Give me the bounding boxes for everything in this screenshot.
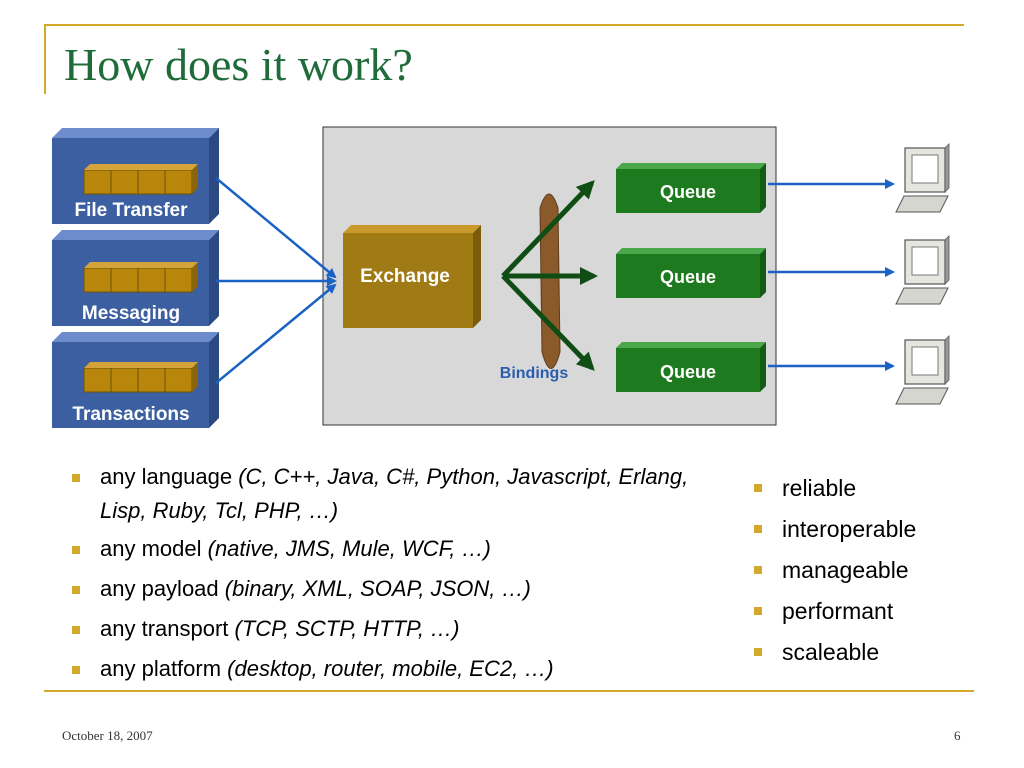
computer-terminal-icon [895, 335, 950, 405]
bullet-square-icon [72, 474, 80, 482]
list-item: any language (C, C++, Java, C#, Python, … [64, 460, 704, 528]
message-stack-icon [83, 262, 198, 293]
list-item: any payload (binary, XML, SOAP, JSON, …) [64, 572, 704, 606]
title-frame-left-rule [44, 24, 46, 94]
source-transactions: Transactions [52, 332, 219, 428]
page-number: 6 [954, 728, 961, 743]
bullet-square-icon [72, 546, 80, 554]
queue-box: Queue [616, 248, 766, 298]
queue-box: Queue [616, 342, 766, 392]
feature-lead: any platform [100, 656, 228, 681]
feature-detail: (C, C++, Java, C#, Python, Javascript, E… [100, 464, 689, 523]
source-arrow [215, 283, 337, 384]
bullet-square-icon [754, 566, 762, 574]
feature-detail: (TCP, SCTP, HTTP, …) [234, 616, 460, 641]
title-frame-top-rule [44, 24, 964, 26]
bullet-square-icon [72, 586, 80, 594]
features-right-list: reliable interoperable manageable perfor… [746, 468, 986, 673]
binding-arrow [501, 274, 595, 371]
queue-label: Queue [660, 182, 716, 202]
feature-lead: any language [100, 464, 239, 489]
feature-detail: (desktop, router, mobile, EC2, …) [227, 656, 554, 681]
feature-label: scaleable [782, 639, 880, 665]
message-stack-icon [83, 362, 198, 393]
slide-title: How does it work? [64, 39, 413, 90]
source-label: Messaging [82, 303, 180, 324]
bullet-square-icon [754, 648, 762, 656]
message-stack-icon [83, 164, 198, 195]
features-left-list: any language (C, C++, Java, C#, Python, … [64, 460, 704, 692]
bullet-square-icon [754, 525, 762, 533]
bullet-square-icon [72, 626, 80, 634]
queue-label: Queue [660, 267, 716, 287]
feature-lead: any model [100, 536, 208, 561]
list-item: any platform (desktop, router, mobile, E… [64, 652, 704, 686]
source-file-transfer: File Transfer [52, 128, 219, 224]
feature-lead: any payload [100, 576, 225, 601]
feature-label: manageable [782, 557, 909, 583]
list-item: interoperable [746, 509, 986, 550]
queue-label: Queue [660, 362, 716, 382]
source-messaging: Messaging [52, 230, 219, 326]
queue-box: Queue [616, 163, 766, 213]
exchange-box: Exchange [343, 225, 481, 328]
bullet-square-icon [754, 484, 762, 492]
bindings-bar [539, 193, 561, 369]
feature-detail: (native, JMS, Mule, WCF, …) [207, 536, 491, 561]
source-label: Transactions [72, 404, 189, 425]
list-item: any model (native, JMS, Mule, WCF, …) [64, 532, 704, 566]
source-arrow [215, 177, 337, 279]
bullet-square-icon [72, 666, 80, 674]
feature-lead: any transport [100, 616, 235, 641]
computer-terminal-icon [895, 235, 950, 305]
computer-terminal-icon [895, 143, 950, 213]
feature-label: interoperable [782, 516, 917, 542]
list-item: performant [746, 591, 986, 632]
bullet-square-icon [754, 607, 762, 615]
list-item: any transport (TCP, SCTP, HTTP, …) [64, 612, 704, 646]
list-item: reliable [746, 468, 986, 509]
footer-date: October 18, 2007 [62, 728, 153, 743]
binding-arrow [501, 180, 595, 278]
list-item: manageable [746, 550, 986, 591]
feature-label: performant [782, 598, 894, 624]
bindings-label: Bindings [500, 365, 569, 382]
footer-rule [44, 690, 974, 692]
list-item: scaleable [746, 632, 986, 673]
exchange-label: Exchange [360, 266, 450, 287]
feature-label: reliable [782, 475, 857, 501]
source-label: File Transfer [75, 200, 189, 221]
feature-detail: (binary, XML, SOAP, JSON, …) [224, 576, 531, 601]
